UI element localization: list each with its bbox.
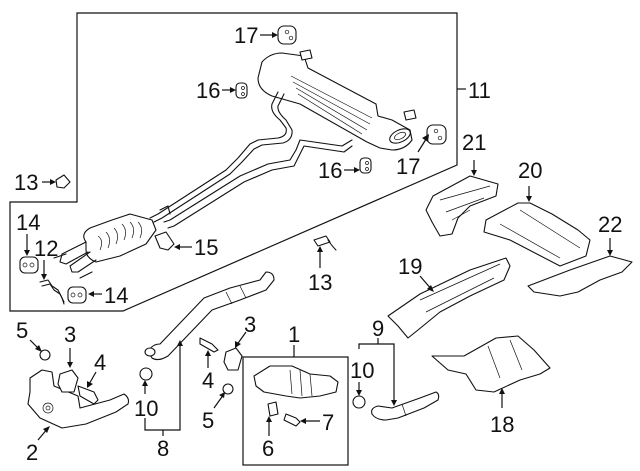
callout-17: 17 xyxy=(396,154,420,179)
callout-20: 20 xyxy=(518,158,542,183)
callout-2: 2 xyxy=(26,440,38,465)
callout-labels: 17 16 11 13 16 17 21 20 22 14 12 14 15 1… xyxy=(14,23,622,465)
heat-shield-18 xyxy=(431,335,551,393)
callout-16: 16 xyxy=(196,78,220,103)
callout-1: 1 xyxy=(288,322,300,347)
callout-19: 19 xyxy=(398,254,422,279)
callout-7: 7 xyxy=(322,410,334,435)
bracket-15 xyxy=(154,231,175,251)
rear-muffler xyxy=(257,49,417,151)
hanger-bracket-12 xyxy=(39,279,65,305)
callout-3: 3 xyxy=(244,312,256,337)
flex-pipe-8 xyxy=(371,391,440,421)
heat-shield-19 xyxy=(387,257,511,339)
hanger-13-b xyxy=(313,235,331,247)
nut-5-a xyxy=(39,349,51,361)
callout-5: 5 xyxy=(16,318,28,343)
callout-6: 6 xyxy=(262,436,274,461)
bolt-4-a xyxy=(77,385,99,405)
bolt-4-b xyxy=(199,337,219,353)
insulator-16-b xyxy=(359,157,372,174)
insulator-17-b xyxy=(426,124,447,145)
center-resonator xyxy=(53,213,157,279)
callout-10: 10 xyxy=(134,396,158,421)
callout-4: 4 xyxy=(94,350,106,375)
intermediate-pipes xyxy=(149,91,353,229)
leader-lines xyxy=(24,32,613,441)
insulator-13-a xyxy=(55,174,71,189)
insulator-14-a xyxy=(19,256,39,274)
callout-5: 5 xyxy=(202,408,214,433)
callout-18: 18 xyxy=(490,412,514,437)
gasket-3-b xyxy=(223,347,243,371)
callout-13: 13 xyxy=(308,270,332,295)
callout-17: 17 xyxy=(234,23,258,48)
clamp-10-a xyxy=(139,367,153,381)
callout-9: 8 xyxy=(157,436,169,461)
callout-16: 16 xyxy=(318,158,342,183)
nut-5-b xyxy=(222,383,234,395)
heat-shield-20 xyxy=(483,202,591,267)
callout-13: 13 xyxy=(14,170,38,195)
front-pipe-9 xyxy=(144,271,275,361)
gasket-3-a xyxy=(57,369,79,393)
callout-8: 9 xyxy=(372,316,384,341)
callout-11: 11 xyxy=(468,78,491,103)
insulator-16-a xyxy=(235,82,248,99)
assembly-11-box xyxy=(9,12,458,312)
catalytic-converter-1 xyxy=(253,365,339,399)
callout-14: 14 xyxy=(16,210,40,235)
callout-4: 4 xyxy=(202,368,214,393)
converter-kit-box xyxy=(242,356,349,466)
callout-3: 3 xyxy=(64,322,76,347)
callout-10: 10 xyxy=(350,358,374,383)
callout-14: 14 xyxy=(104,283,128,308)
callout-12: 12 xyxy=(34,236,58,261)
manifold-converter-2 xyxy=(27,369,130,429)
clamp-10-b xyxy=(352,395,366,409)
callout-15: 15 xyxy=(194,235,218,260)
bolt-7 xyxy=(283,413,301,427)
insulator-17-a xyxy=(277,25,297,45)
insulator-14-b xyxy=(67,286,87,304)
heat-shield-22 xyxy=(527,255,633,297)
callout-22: 22 xyxy=(598,212,622,237)
callout-21: 21 xyxy=(462,130,486,155)
clamp-6 xyxy=(267,401,279,417)
